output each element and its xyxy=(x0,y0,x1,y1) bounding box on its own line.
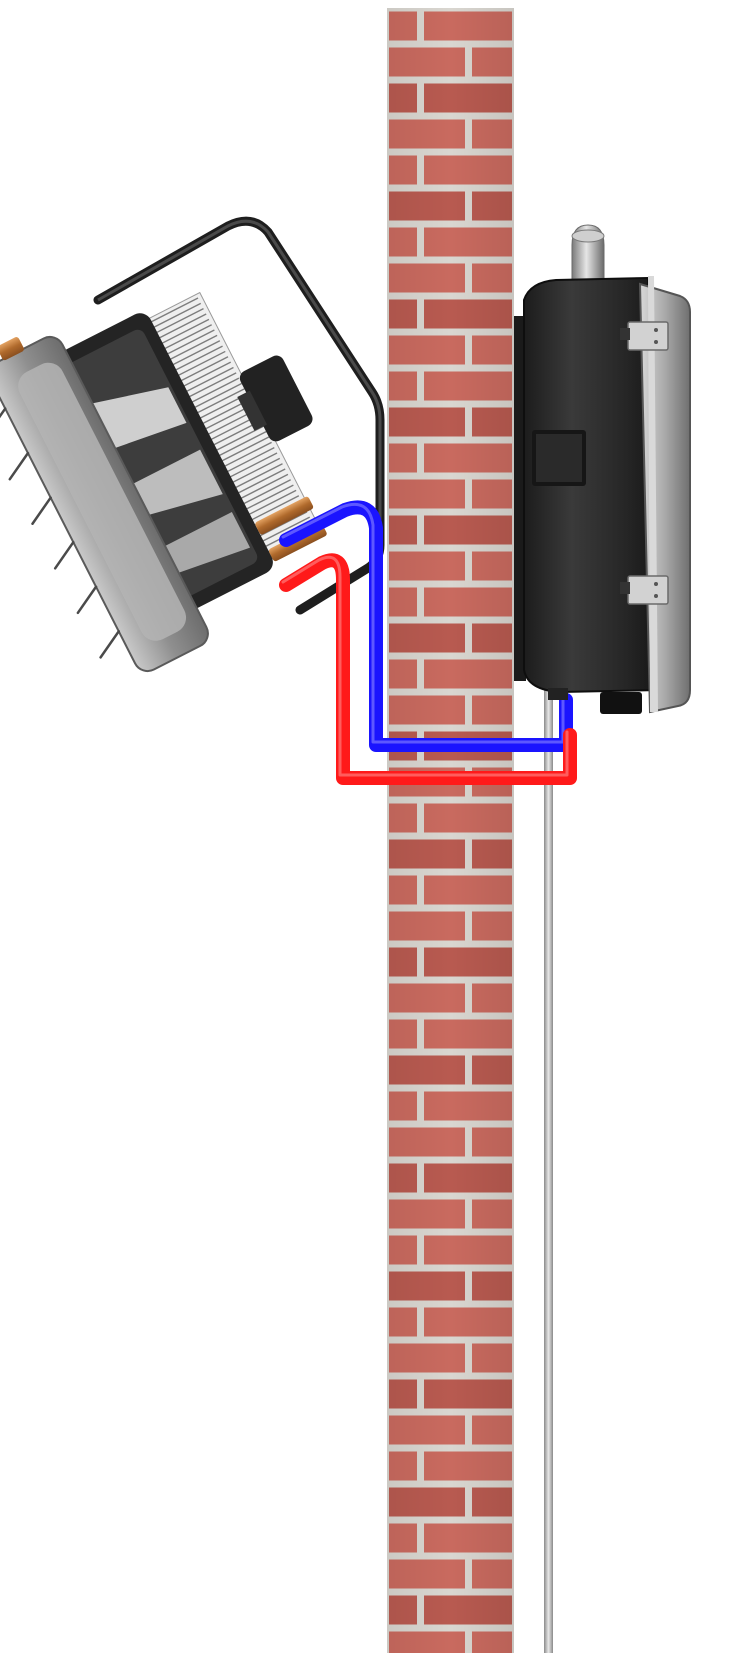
indoor-fan-heater-unit xyxy=(0,216,385,673)
brick-wall xyxy=(387,8,514,1653)
hinge-bottom xyxy=(620,575,669,605)
hinge-top xyxy=(620,321,669,351)
wall-penetration xyxy=(383,738,519,752)
outdoor-unit xyxy=(514,224,691,714)
drain-pipe xyxy=(544,690,553,1653)
red-refrigerant-pipe xyxy=(279,553,577,785)
blue-refrigerant-pipe xyxy=(279,500,573,752)
